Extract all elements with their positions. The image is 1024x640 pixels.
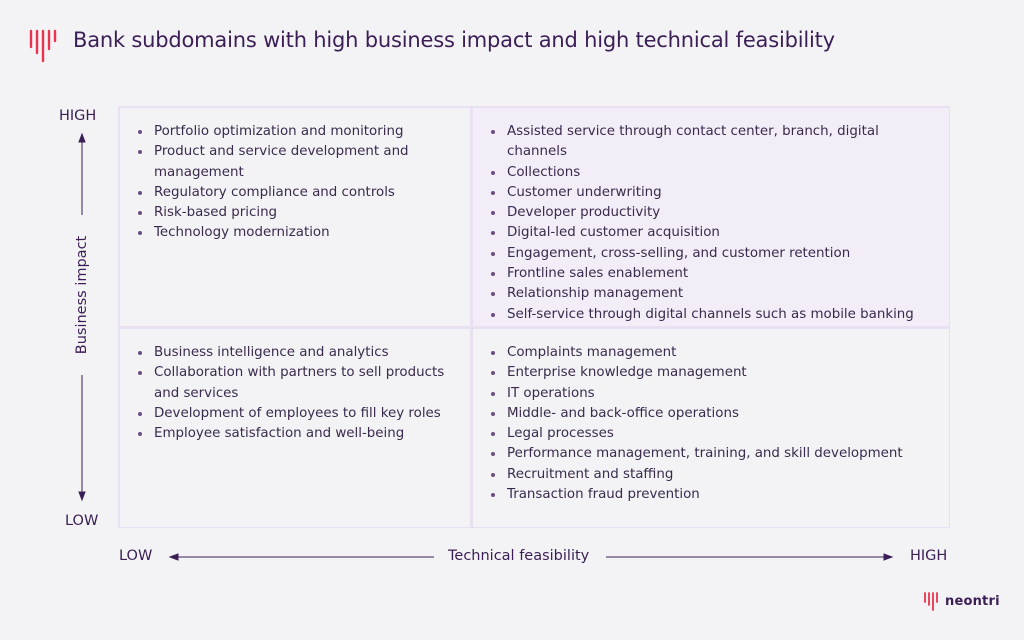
list-item: Frontline sales enablement: [491, 264, 935, 284]
list-item: Portfolio optimization and monitoring: [138, 122, 456, 142]
x-axis-title: Technical feasibility: [448, 548, 590, 564]
x-axis-arrowhead-left: [168, 553, 179, 561]
list-item: Digital-led customer acquisition: [491, 223, 935, 243]
list-item: Assisted service through contact center,…: [491, 122, 935, 163]
x-axis-high-label: HIGH: [910, 548, 948, 564]
list-item: Performance management, training, and sk…: [491, 444, 935, 464]
list-item: Risk-based pricing: [138, 203, 456, 223]
list-item: Enterprise knowledge management: [491, 363, 935, 383]
neontri-logo-icon: [29, 29, 57, 63]
list-item: Business intelligence and analytics: [138, 343, 456, 363]
y-axis-arrowhead-up: [78, 132, 86, 143]
quadrant-high-impact-high-feasibility: Assisted service through contact center,…: [473, 108, 949, 326]
y-axis-low-label: LOW: [65, 513, 99, 529]
list-item: Middle- and back-office operations: [491, 404, 935, 424]
list-item: Technology modernization: [138, 223, 456, 243]
list-item: Legal processes: [491, 424, 935, 444]
list-item: Product and service development and mana…: [138, 142, 456, 183]
list-item: Regulatory compliance and controls: [138, 183, 456, 203]
list-item: Self-service through digital channels su…: [491, 305, 935, 325]
x-axis-low-label: LOW: [119, 548, 153, 564]
x-axis-arrowhead-right: [883, 553, 894, 561]
brand-mark-icon: [924, 592, 938, 611]
list-item: Collections: [491, 163, 935, 183]
list-item: Developer productivity: [491, 203, 935, 223]
list-item: Development of employees to fill key rol…: [138, 404, 456, 424]
list-item: Engagement, cross-selling, and customer …: [491, 244, 935, 264]
brand-logo: neontri: [923, 590, 1000, 612]
y-axis-arrowhead-down: [78, 491, 86, 502]
list-item: Transaction fraud prevention: [491, 485, 935, 505]
list-item: Relationship management: [491, 284, 935, 304]
y-axis-high-label: HIGH: [59, 108, 97, 124]
brand-name: neontri: [945, 593, 1000, 609]
list-item: IT operations: [491, 384, 935, 404]
list-item: Collaboration with partners to sell prod…: [138, 363, 456, 404]
page-title: Bank subdomains with high business impac…: [73, 28, 835, 52]
list-item: Customer underwriting: [491, 183, 935, 203]
list-item: Complaints management: [491, 343, 935, 363]
list-item: Recruitment and staffing: [491, 465, 935, 485]
list-item: Employee satisfaction and well-being: [138, 424, 456, 444]
y-axis-title: Business impact: [74, 235, 90, 355]
